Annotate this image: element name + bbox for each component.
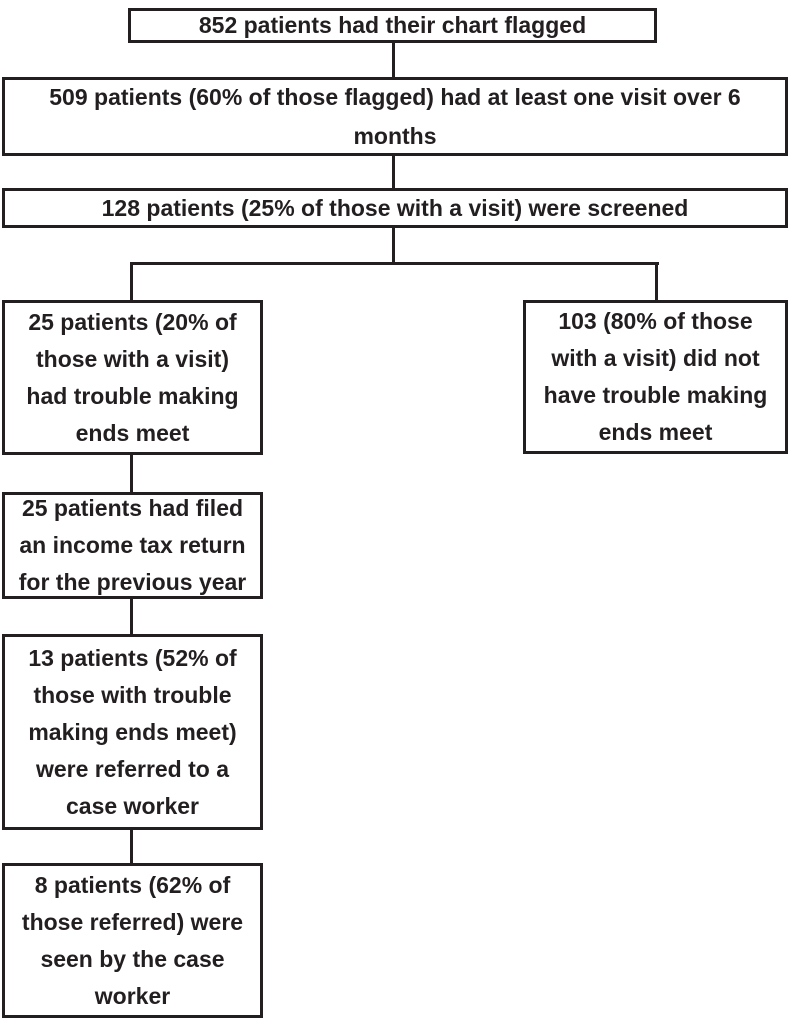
connector-screened-to-split	[392, 228, 395, 265]
connector-flagged-to-visited	[392, 43, 395, 77]
connector-split-to-trouble	[130, 262, 133, 300]
connector-trouble-to-tax-return	[130, 455, 133, 492]
connector-visited-to-screened	[392, 156, 395, 188]
branch-split-horizontal-line	[130, 262, 659, 265]
connector-split-to-no-trouble	[655, 262, 658, 300]
flow-node-referred-to-case-worker: 13 patients (52% of those with trouble m…	[2, 634, 263, 830]
flow-node-no-trouble-making-ends-meet: 103 (80% of those with a visit) did not …	[523, 300, 788, 454]
flow-node-seen-by-case-worker: 8 patients (62% of those referred) were …	[2, 863, 263, 1018]
flow-node-trouble-making-ends-meet: 25 patients (20% of those with a visit) …	[2, 300, 263, 455]
connector-tax-return-to-referred	[130, 599, 133, 634]
flow-node-screened: 128 patients (25% of those with a visit)…	[2, 188, 788, 228]
flow-node-chart-flagged: 852 patients had their chart flagged	[128, 8, 657, 43]
flow-node-income-tax-return: 25 patients had filed an income tax retu…	[2, 492, 263, 599]
connector-referred-to-seen	[130, 830, 133, 863]
flow-node-visit-over-6-months: 509 patients (60% of those flagged) had …	[2, 77, 788, 156]
